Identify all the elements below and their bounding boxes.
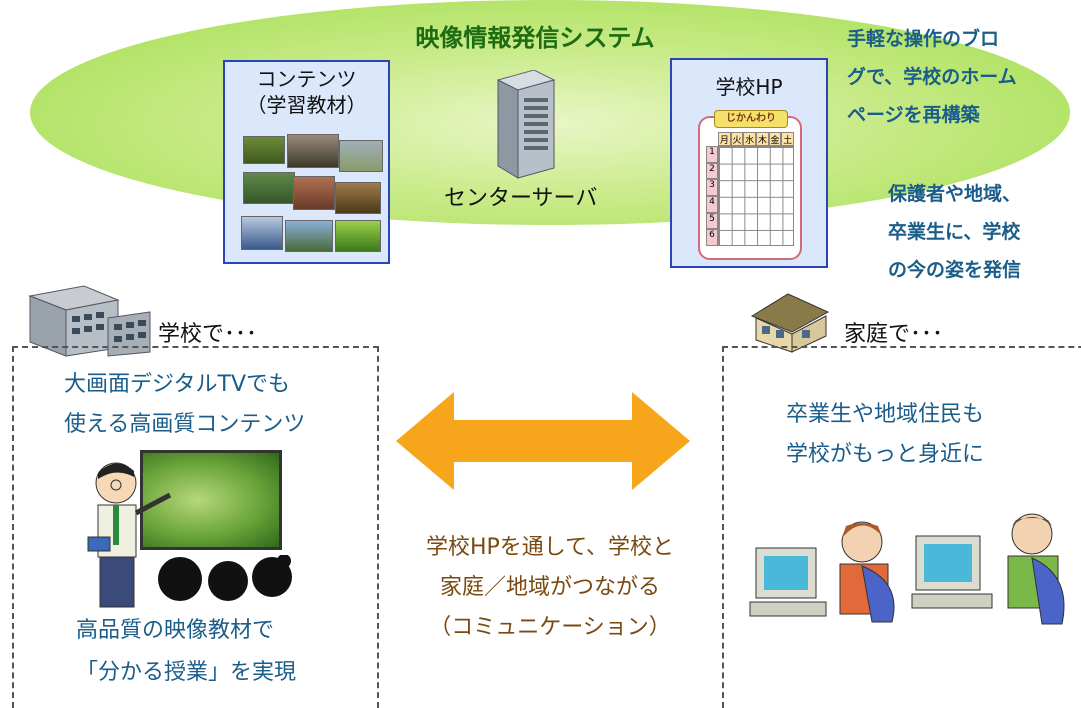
server-label: センターサーバ: [444, 186, 598, 211]
timetable: じかんわり 月 火 水 木 金 土 1 2 3 4 5 6: [698, 110, 802, 260]
students-icon: [158, 555, 292, 601]
timetable-grid: 月 火 水 木 金 土 1 2 3 4 5 6: [706, 132, 795, 252]
period-label: 2: [706, 162, 718, 180]
center-text: 学校HPを通して、学校と 家庭／地域がつながる （コミュニケーション）: [400, 528, 700, 648]
period-label: 4: [706, 196, 718, 213]
note-community-line: 保護者や地域、: [888, 183, 1022, 205]
monkey-thumbnail: [243, 136, 285, 164]
lion-thumbnail: [335, 182, 381, 214]
server-icon: [496, 70, 556, 179]
contents-subtitle: （学習教材）: [246, 93, 367, 117]
train-thumbnail: [241, 216, 283, 250]
period-column: 1 2 3 4 5 6: [706, 146, 718, 247]
center-line: （コミュニケーション）: [429, 615, 671, 640]
timetable-header: じかんわり: [714, 110, 788, 128]
day-label: 金: [768, 132, 782, 146]
bird-thumbnail: [243, 172, 295, 204]
period-label: 5: [706, 212, 718, 230]
period-label: 3: [706, 179, 718, 197]
day-label: 火: [730, 132, 744, 146]
note-blog-line: 手軽な操作のブロ: [847, 28, 1000, 50]
school-bottom1: 高品質の映像教材で: [76, 618, 275, 643]
note-blog-line: ページを再構築: [847, 104, 980, 126]
home-line2: 学校がもっと身近に: [786, 442, 985, 467]
family-computers-icon: [749, 513, 1065, 625]
pig-thumbnail: [287, 134, 339, 168]
timetable-body: 1 2 3 4 5 6: [706, 146, 794, 247]
school-building-icon: [28, 285, 151, 357]
school-hp-panel: 学校HP じかんわり 月 火 水 木 金 土 1 2 3 4 5 6: [670, 58, 828, 268]
two-way-arrow-icon: [396, 392, 690, 490]
note-community-line: の今の姿を発信: [888, 259, 1022, 281]
school-line2: 使える高画質コンテンツ: [64, 412, 306, 437]
day-label: 木: [756, 132, 769, 146]
center-line: 学校HPを通して、学校と: [425, 535, 675, 560]
school-hp-title: 学校HP: [715, 75, 783, 99]
home-label: 家庭で･･･: [844, 322, 944, 347]
contents-thumbnails: [235, 132, 385, 257]
note-blog: 手軽な操作のブロ グで、学校のホーム ページを再構築: [847, 20, 1017, 134]
deer-thumbnail: [339, 140, 383, 172]
note-community-line: 卒業生に、学校: [888, 221, 1021, 243]
timetable-days-row: 月 火 水 木 金 土: [718, 132, 795, 146]
day-label: 土: [781, 132, 795, 146]
day-label: 水: [743, 132, 757, 146]
macaque-thumbnail: [293, 176, 335, 210]
period-label: 1: [706, 146, 718, 163]
contents-title: コンテンツ: [256, 67, 357, 91]
school-bottom2: 「分かる授業」を実現: [76, 660, 297, 685]
home-box: [722, 346, 1081, 708]
system-title: 映像情報発信システム: [415, 24, 655, 52]
palm-thumbnail: [285, 220, 333, 252]
note-community: 保護者や地域、 卒業生に、学校 の今の姿を発信: [888, 175, 1021, 289]
note-blog-line: グで、学校のホーム: [847, 66, 1017, 88]
home-line1: 卒業生や地域住民も: [786, 402, 985, 427]
school-box: [12, 346, 379, 708]
period-label: 6: [706, 229, 718, 247]
center-line: 家庭／地域がつながる: [439, 575, 660, 600]
school-label: 学校で･･･: [158, 322, 258, 347]
contents-panel: コンテンツ （学習教材）: [223, 60, 390, 264]
leaf-thumbnail: [335, 220, 381, 252]
teacher-icon: [87, 462, 172, 608]
house-icon: [750, 293, 830, 353]
day-label: 月: [718, 132, 731, 146]
timetable-cells: [718, 146, 794, 246]
school-line1: 大画面デジタルTVでも: [64, 372, 291, 397]
